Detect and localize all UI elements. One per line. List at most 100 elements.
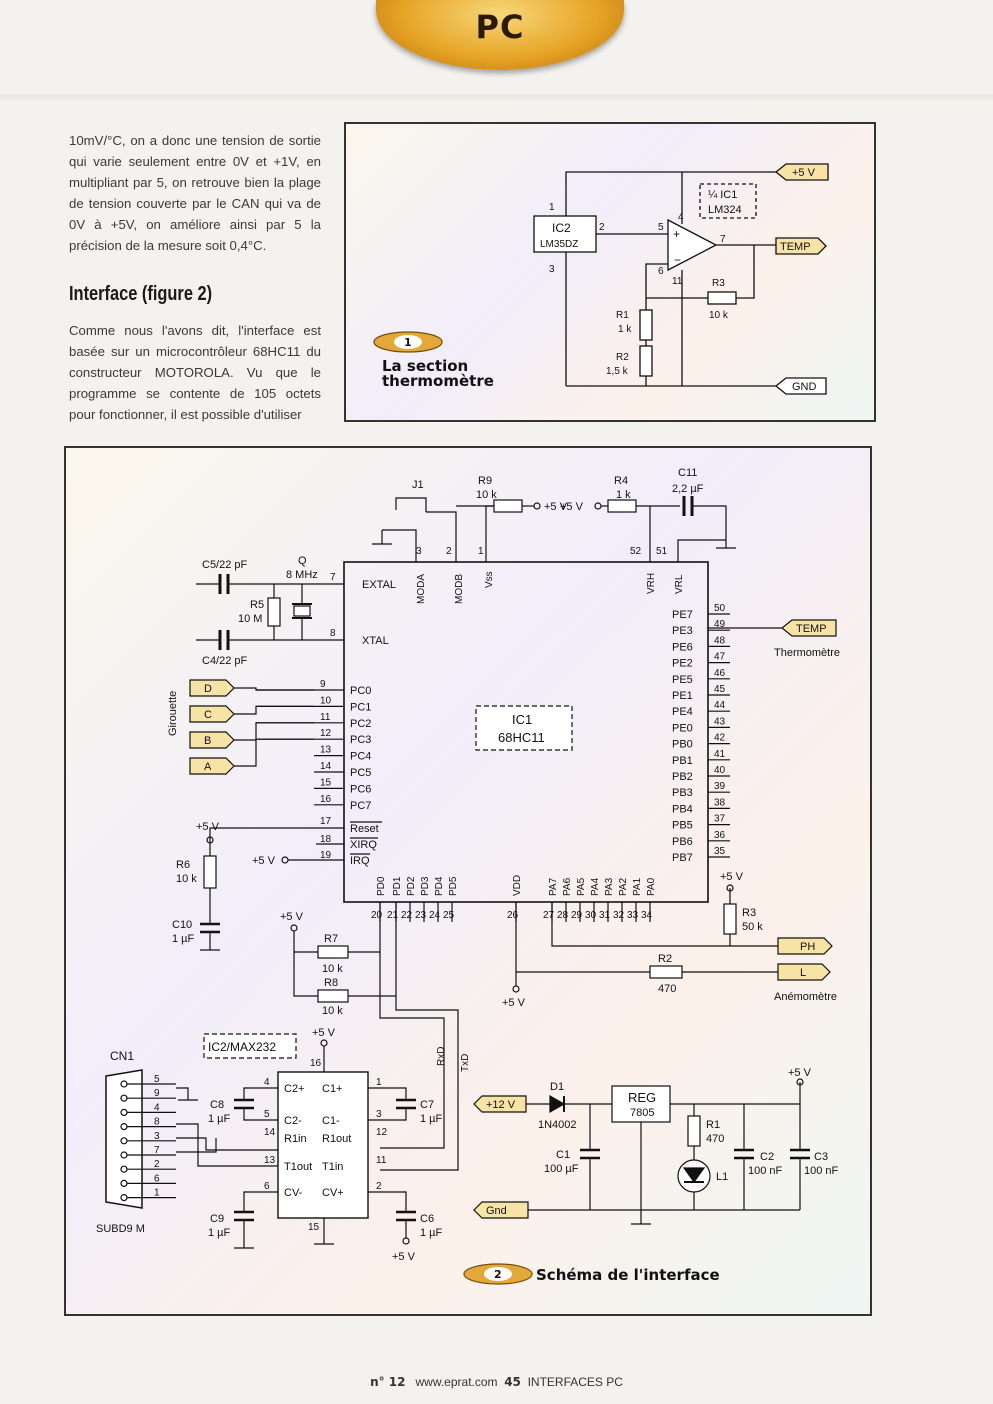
bottom-pin-num: 31 [599, 910, 611, 921]
svg-text:470: 470 [706, 1133, 724, 1145]
svg-text:+5 V: +5 V [560, 501, 584, 513]
svg-text:13: 13 [264, 1155, 276, 1166]
bottom-pin-label: PD3 [420, 876, 431, 896]
svg-text:REG: REG [628, 1090, 656, 1105]
svg-text:IC2/MAX232: IC2/MAX232 [208, 1040, 276, 1054]
svg-text:C7: C7 [420, 1099, 434, 1111]
pc-pin-label: PC0 [350, 685, 371, 697]
bottom-pin-label: PA3 [604, 877, 615, 896]
bottom-pin-label: PA1 [632, 877, 643, 896]
fig2-caption: Schéma de l'interface [536, 1266, 720, 1284]
svg-text:6: 6 [658, 266, 664, 277]
svg-text:TxD: TxD [460, 1054, 471, 1072]
svg-text:−: − [674, 253, 681, 267]
svg-text:¼ IC1: ¼ IC1 [708, 189, 737, 201]
svg-text:52: 52 [630, 546, 642, 557]
db9-pin-num: 7 [154, 1145, 160, 1156]
header-band [0, 94, 993, 102]
right-pin-num: 47 [714, 652, 726, 663]
db9-pin-num: 2 [154, 1159, 160, 1170]
max-pin-label: CV+ [322, 1187, 344, 1199]
footer-page-number: 45 [504, 1375, 521, 1389]
fig1-plus5-label: +5 V [792, 167, 816, 179]
db9-pin-num: 1 [154, 1188, 160, 1199]
svg-text:R3: R3 [742, 907, 756, 919]
right-pin-label: PE6 [672, 641, 693, 653]
svg-text:R5: R5 [250, 599, 264, 611]
svg-text:+12 V: +12 V [486, 1099, 516, 1111]
svg-text:15: 15 [308, 1222, 320, 1233]
svg-text:3: 3 [416, 546, 422, 557]
svg-text:Vss: Vss [484, 571, 495, 588]
bottom-pin-label: PA2 [618, 877, 629, 896]
svg-text:+: + [673, 227, 680, 241]
db9-pin-num: 8 [154, 1117, 160, 1128]
right-pin-label: PB1 [672, 755, 693, 767]
svg-text:R3: R3 [712, 278, 725, 289]
bottom-pin-label: PD2 [406, 876, 417, 896]
svg-text:D1: D1 [550, 1081, 564, 1093]
right-pin-num: 40 [714, 765, 726, 776]
svg-text:10 M: 10 M [238, 613, 262, 625]
svg-text:2: 2 [376, 1181, 382, 1192]
paragraph-2: Comme nous l'avons dit, l'interface est … [69, 323, 321, 422]
right-pin-num: 45 [714, 684, 726, 695]
svg-text:+5 V: +5 V [720, 871, 744, 883]
svg-text:1 µF: 1 µF [420, 1227, 443, 1239]
footer-magazine: INTERFACES PC [527, 1375, 623, 1389]
bottom-pin-num: 33 [627, 910, 639, 921]
svg-text:5: 5 [658, 222, 664, 233]
bottom-pin-num: 25 [443, 910, 455, 921]
right-pin-label: PB4 [672, 803, 693, 815]
svg-text:C: C [204, 709, 212, 721]
bottom-pin-label: PD5 [448, 876, 459, 896]
right-pin-label: PE1 [672, 690, 693, 702]
bottom-pin-label: PA0 [646, 877, 657, 896]
svg-text:8: 8 [330, 628, 336, 639]
bottom-pin-label: PD0 [376, 876, 387, 896]
svg-text:3: 3 [549, 264, 555, 275]
section-heading: Interface (figure 2) [69, 283, 213, 305]
max-pin-label: C1- [322, 1115, 340, 1127]
pc-pin-num: 16 [320, 794, 332, 805]
svg-text:1 k: 1 k [616, 489, 631, 501]
pc-pin-num: 9 [320, 679, 326, 690]
svg-text:16: 16 [310, 1058, 322, 1069]
svg-text:5: 5 [264, 1109, 270, 1120]
svg-text:6: 6 [264, 1181, 270, 1192]
svg-text:11: 11 [376, 1155, 387, 1166]
max-pin-label: R1out [322, 1133, 351, 1145]
svg-text:14: 14 [264, 1127, 276, 1138]
direction-flag [189, 731, 235, 749]
svg-text:R9: R9 [478, 475, 492, 487]
svg-text:IC1: IC1 [512, 712, 532, 727]
bottom-pin-num: 29 [571, 910, 583, 921]
bottom-pin-num: 24 [429, 910, 441, 921]
pc-pin-num: 15 [320, 777, 332, 788]
svg-text:+5 V: +5 V [252, 855, 276, 867]
figure-2-interface: IC1 68HC11 EXTAL XTAL 3 2 1 52 51 MODA M… [64, 446, 872, 1316]
max-pin-label: C2+ [284, 1083, 305, 1095]
svg-text:1: 1 [376, 1077, 382, 1088]
bottom-pin-num: 34 [641, 910, 653, 921]
svg-text:50 k: 50 k [742, 921, 763, 933]
svg-text:EXTAL: EXTAL [362, 579, 396, 591]
svg-text:1 µF: 1 µF [172, 933, 195, 945]
direction-flag [189, 705, 235, 723]
max-pin-label: C1+ [322, 1083, 343, 1095]
pc-pin-label: PC5 [350, 767, 371, 779]
svg-text:C9: C9 [210, 1213, 224, 1225]
figure-1-thermometer: +5 V IC2 LM35DZ 1 2 3 + − 5 6 4 7 11 ¼ I… [344, 122, 876, 422]
bottom-pin-num: 21 [387, 910, 399, 921]
pc-pin-label: PC6 [350, 783, 371, 795]
svg-text:Anémomètre: Anémomètre [774, 991, 837, 1003]
db9-pin-num: 4 [154, 1102, 160, 1113]
svg-text:1: 1 [478, 546, 484, 557]
svg-text:+5 V: +5 V [280, 911, 304, 923]
bottom-pin-num: 22 [401, 910, 413, 921]
svg-text:4: 4 [678, 212, 684, 223]
bottom-pin-num: 20 [371, 910, 383, 921]
right-pin-label: PB7 [672, 852, 693, 864]
svg-text:2: 2 [494, 1268, 502, 1281]
svg-text:51: 51 [656, 546, 668, 557]
